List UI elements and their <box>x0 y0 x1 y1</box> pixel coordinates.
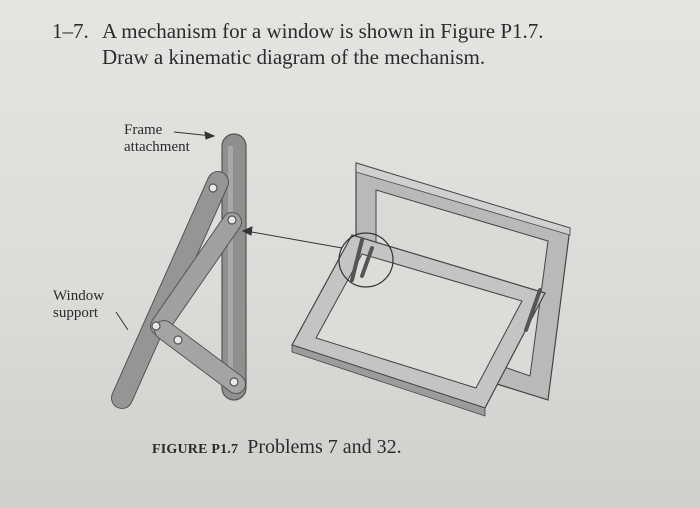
frame-attachment-label: Frame attachment <box>124 122 190 156</box>
leader-arrows <box>115 131 343 331</box>
window-support-label: Window support <box>53 288 104 322</box>
problem-text-1: A mechanism for a window is shown in Fig… <box>102 19 544 43</box>
frame-label-line-2: attachment <box>124 139 190 155</box>
problem-statement: 1–7. A mechanism for a window is shown in… <box>52 18 544 70</box>
window-label-line-1: Window <box>53 288 105 304</box>
frame-attachment-rail <box>221 133 247 401</box>
window-hinge-struts <box>350 238 542 332</box>
upper-link <box>150 212 242 336</box>
caption-text: Problems 7 and 32. <box>247 436 402 458</box>
problem-text-2: Draw a kinematic diagram of the mechanis… <box>102 45 486 69</box>
figure-id: FIGURE P1.7 <box>152 442 239 457</box>
detail-circle <box>338 232 394 288</box>
window-label-line-2: support <box>53 305 98 321</box>
problem-number: 1–7. <box>52 19 89 43</box>
sash-arm <box>111 171 229 409</box>
frame-label-line-1: Frame <box>124 122 163 138</box>
figure-caption: FIGURE P1.7 Problems 7 and 32. <box>152 436 402 459</box>
problem-line-1: 1–7. A mechanism for a window is shown in… <box>52 18 544 44</box>
pivot-pins <box>151 183 239 387</box>
